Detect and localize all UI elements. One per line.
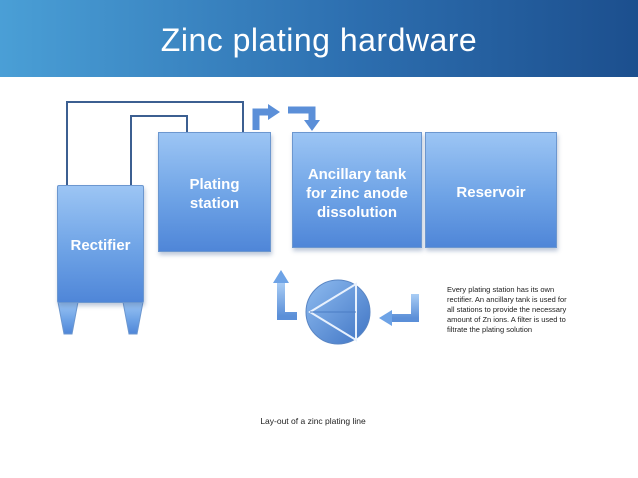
ancillary-tank-label-line3: dissolution [317, 204, 397, 221]
rectifier-left-leg [57, 301, 79, 335]
flow-arrow-down [288, 106, 320, 131]
plating-station-box: Plating station [158, 132, 271, 252]
rectifier-right-leg [122, 301, 144, 335]
rectifier-label: Rectifier [70, 237, 131, 254]
ancillary-tank-label-line2: for zinc anode [306, 185, 408, 202]
flow-arrow-up [252, 104, 280, 130]
diagram-caption: Lay-out of a zinc plating line [260, 416, 366, 426]
rectifier-box: Rectifier [57, 185, 144, 303]
filter-return-arrow [273, 270, 297, 320]
page-title: Zinc plating hardware [160, 22, 478, 58]
reservoir-label: Reservoir [456, 184, 526, 201]
filter-inlet-arrow [379, 294, 419, 326]
plating-station-label-line2: station [189, 195, 240, 212]
title-banner: Zinc plating hardware [0, 0, 638, 77]
description-note: Every plating station has its own rectif… [447, 285, 567, 334]
reservoir-box: Reservoir [425, 132, 557, 248]
ancillary-tank-box: Ancillary tank for zinc anode dissolutio… [292, 132, 422, 248]
plating-station-label-line1: Plating [189, 176, 240, 193]
filter-pump [305, 279, 371, 345]
ancillary-tank-label-line1: Ancillary tank [307, 166, 407, 183]
